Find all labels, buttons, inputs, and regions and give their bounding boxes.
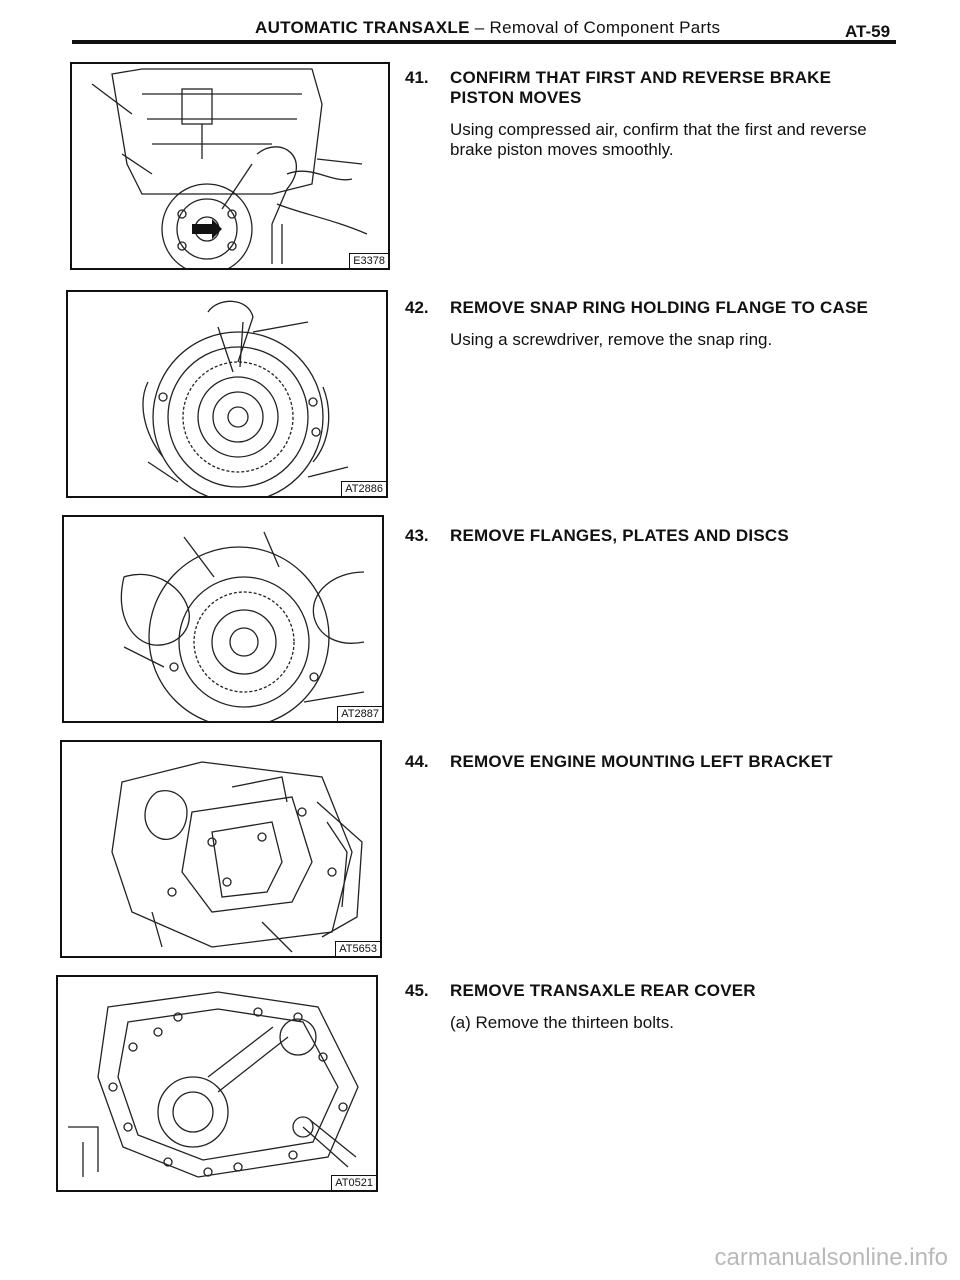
step-text: (a) Remove the thirteen bolts. — [450, 1013, 674, 1032]
flanges-illustration — [120, 531, 365, 721]
section-subtitle: – Removal of Component Parts — [469, 18, 721, 37]
step-41: 41. CONFIRM THAT FIRST AND REVERSE BRAKE… — [405, 68, 905, 160]
step-number: 45. — [405, 981, 429, 1000]
figure-code: AT0521 — [331, 1175, 376, 1190]
step-44: 44. REMOVE ENGINE MOUNTING LEFT BRACKET — [405, 752, 905, 772]
step-title: REMOVE ENGINE MOUNTING LEFT BRACKET — [450, 752, 833, 771]
figure-code: AT5653 — [335, 941, 380, 956]
figure-code: AT2887 — [337, 706, 382, 721]
piston-air-test-illustration — [91, 68, 368, 268]
rear-cover-illustration — [68, 991, 359, 1178]
step-text: Using compressed air, confirm that the f… — [450, 120, 867, 159]
figure-flanges-plates-discs: AT2887 — [62, 515, 384, 723]
step-number: 43. — [405, 526, 429, 545]
header-rule — [72, 40, 896, 44]
snap-ring-illustration — [142, 300, 349, 496]
figure-code: E3378 — [349, 253, 388, 268]
figure-engine-mount-bracket: AT5653 — [60, 740, 382, 958]
bracket-illustration — [111, 761, 363, 953]
step-text: Using a screwdriver, remove the snap rin… — [450, 330, 773, 349]
figure-rear-cover: AT0521 — [56, 975, 378, 1192]
page-header-title: AUTOMATIC TRANSAXLE – Removal of Compone… — [255, 18, 720, 38]
step-number: 42. — [405, 298, 429, 317]
page-number: AT-59 — [845, 22, 891, 41]
watermark-text: carmanualsonline.info — [714, 1244, 948, 1271]
step-number: 44. — [405, 752, 429, 771]
section-title: AUTOMATIC TRANSAXLE — [255, 18, 470, 37]
step-43: 43. REMOVE FLANGES, PLATES AND DISCS — [405, 526, 905, 546]
figure-snap-ring-removal: AT2886 — [66, 290, 388, 498]
step-title: REMOVE FLANGES, PLATES AND DISCS — [450, 526, 789, 545]
step-42: 42. REMOVE SNAP RING HOLDING FLANGE TO C… — [405, 298, 905, 350]
figure-piston-air-test: E3378 — [70, 62, 390, 270]
figure-code: AT2886 — [341, 481, 386, 496]
step-45: 45. REMOVE TRANSAXLE REAR COVER (a) Remo… — [405, 981, 905, 1033]
step-title: REMOVE TRANSAXLE REAR COVER — [450, 981, 756, 1000]
step-number: 41. — [405, 68, 429, 87]
step-title: REMOVE SNAP RING HOLDING FLANGE TO CASE — [450, 298, 869, 317]
step-title: CONFIRM THAT FIRST AND REVERSE BRAKE PIS… — [450, 68, 832, 107]
